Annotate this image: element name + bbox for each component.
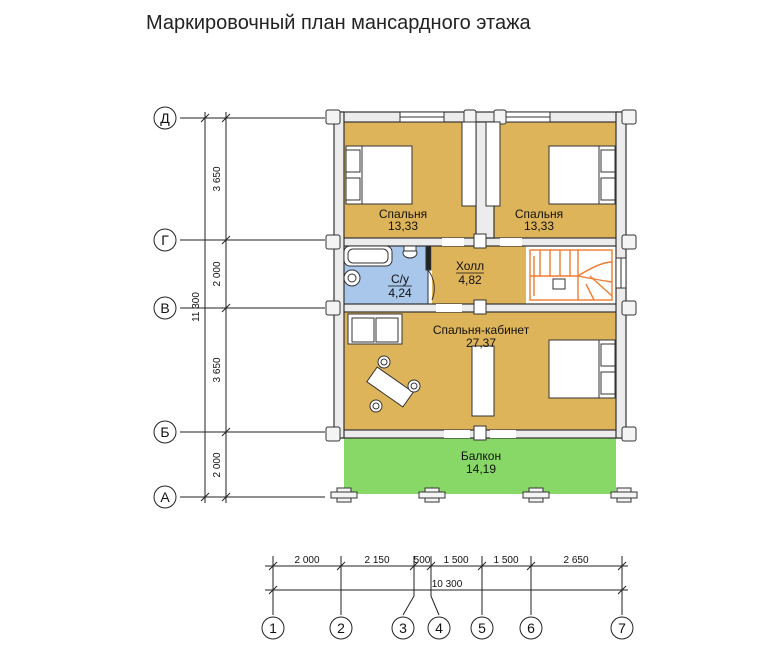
wc-label: С/у xyxy=(391,272,409,286)
room-fill-balcony xyxy=(344,438,616,494)
bedroom-right-label: Спальня xyxy=(515,207,563,221)
beds xyxy=(345,145,616,399)
bedroom-right-area: 13,33 xyxy=(524,219,554,233)
room-fill-stairs xyxy=(526,246,616,304)
dim-horizontal-3: 500 xyxy=(414,555,431,566)
vertical-dimensions xyxy=(180,112,325,503)
dim-vertical-2: 2 000 xyxy=(212,261,223,286)
horizontal-dimensions xyxy=(265,556,628,616)
windows xyxy=(399,111,627,289)
dim-horizontal-5: 1 500 xyxy=(493,555,518,566)
hall-area: 4,82 xyxy=(458,273,482,287)
axis-row-B: Б xyxy=(160,424,169,440)
log-ends xyxy=(325,109,637,442)
dim-vertical-3: 3 650 xyxy=(212,357,223,382)
wc-area: 4,24 xyxy=(388,286,412,300)
door-gaps xyxy=(436,238,522,438)
dim-horizontal-2: 2 150 xyxy=(364,555,389,566)
dim-horizontal-total: 10 300 xyxy=(432,579,463,590)
balcony-posts xyxy=(330,487,638,503)
balcony-label: Балкон xyxy=(461,449,501,463)
row-axis-circles xyxy=(153,106,177,509)
dim-horizontal-1: 2 000 xyxy=(294,555,319,566)
study-area: 27,37 xyxy=(466,336,496,350)
page-title: Маркировочный план мансардного этажа xyxy=(146,12,531,34)
axis-col-2: 2 xyxy=(337,620,345,636)
dim-horizontal-6: 2 650 xyxy=(563,555,588,566)
study-label: Спальня-кабинет xyxy=(433,323,530,337)
axis-col-6: 6 xyxy=(527,620,535,636)
axis-row-A: А xyxy=(160,489,170,505)
room-fill-hall xyxy=(432,246,526,304)
dim-vertical-1: 3 650 xyxy=(212,166,223,191)
axis-row-G: Г xyxy=(161,232,169,248)
axis-col-1: 1 xyxy=(269,620,277,636)
bedroom-left-label: Спальня xyxy=(379,207,427,221)
wc-fixtures xyxy=(343,245,435,304)
columns xyxy=(461,121,501,441)
study-furniture xyxy=(347,313,421,413)
axis-col-4: 4 xyxy=(435,620,443,636)
stairs xyxy=(529,249,613,301)
axis-col-5: 5 xyxy=(478,620,486,636)
axis-col-7: 7 xyxy=(618,620,626,636)
bedroom-left-area: 13,33 xyxy=(388,219,418,233)
axis-row-V: В xyxy=(160,300,169,316)
dim-horizontal-4: 1 500 xyxy=(443,555,468,566)
axis-row-D: Д xyxy=(160,110,170,126)
dim-vertical-4: 2 000 xyxy=(212,452,223,477)
axis-col-3: 3 xyxy=(399,620,407,636)
stair-post xyxy=(552,278,566,290)
dim-vertical-total: 11 300 xyxy=(191,292,202,322)
hall-label: Холл xyxy=(456,259,484,273)
balcony-area: 14,19 xyxy=(466,462,496,476)
column-axis-circles xyxy=(261,616,634,640)
